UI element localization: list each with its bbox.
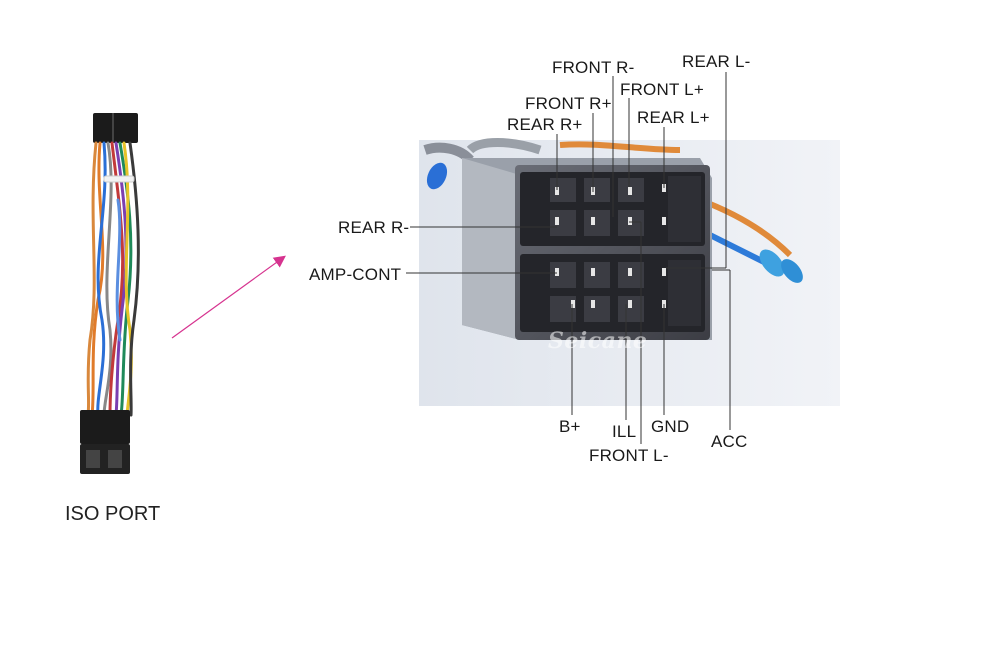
iso-port-caption: ISO PORT — [65, 503, 161, 525]
leader-lines — [406, 72, 731, 444]
label-front-r-minus: FRONT R- — [552, 58, 635, 77]
label-front-l-plus: FRONT L+ — [620, 80, 704, 99]
label-rear-l-plus: REAR L+ — [637, 108, 710, 127]
label-rear-r-minus: REAR R- — [338, 218, 410, 237]
label-amp-cont: AMP-CONT — [309, 265, 402, 284]
pointer-arrow — [171, 255, 286, 339]
label-ill: ILL — [612, 422, 637, 441]
label-rear-r-plus: REAR R+ — [507, 115, 583, 134]
label-rear-l-minus: REAR L- — [682, 52, 751, 71]
label-b-plus: B+ — [559, 417, 581, 436]
iso-harness-image — [80, 113, 140, 474]
label-front-r-plus: FRONT R+ — [525, 94, 612, 113]
label-front-l-minus: FRONT L- — [589, 446, 669, 465]
label-gnd: GND — [651, 417, 690, 436]
label-acc: ACC — [711, 432, 748, 451]
brand-watermark: Seicane — [548, 328, 648, 354]
